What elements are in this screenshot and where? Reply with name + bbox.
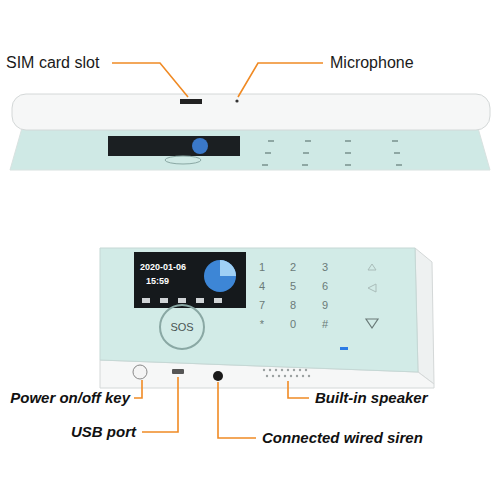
key-digit: 2 (290, 261, 296, 273)
sos-ring (160, 305, 204, 349)
key-symbol: # (322, 318, 328, 330)
key-symbol: * (260, 318, 264, 330)
key-digit: 8 (290, 299, 296, 311)
key-digit: 7 (259, 299, 265, 311)
screen-date: 2020-01-06 (140, 263, 186, 273)
leader-line (238, 63, 323, 97)
keypad-marks (262, 140, 402, 166)
callout-label: USB port (71, 424, 136, 441)
screen (108, 136, 240, 156)
callout-label: Power on/off key (10, 390, 130, 407)
leader-line (134, 380, 142, 398)
screen-icons (142, 298, 222, 303)
sos-ring (165, 156, 201, 164)
callout-label: Connected wired siren (262, 430, 423, 447)
callout-label: Microphone (330, 54, 414, 72)
power-key (133, 365, 147, 379)
screen-dial (204, 260, 236, 292)
key-digit: 3 (322, 261, 328, 273)
leader-line (112, 63, 188, 97)
microphone-hole (235, 99, 238, 102)
screen-dial-slice (220, 260, 236, 276)
screen (134, 252, 246, 308)
key-digit: 6 (322, 280, 328, 292)
sim-slot (180, 99, 202, 104)
usb-port (172, 369, 184, 374)
up-arrow-key (368, 264, 376, 270)
siren-jack (213, 371, 223, 381)
key-digit: 9 (322, 299, 328, 311)
status-led (340, 347, 348, 350)
leader-lines (112, 63, 323, 438)
callout-label: SIM card slot (6, 54, 99, 72)
screen-time: 15:59 (146, 277, 169, 287)
leader-line (288, 381, 309, 398)
key-digit: 1 (259, 261, 265, 273)
leader-line (142, 377, 178, 432)
down-arrow-key (366, 319, 378, 328)
device-face (100, 248, 418, 372)
sos-key: SOS (170, 321, 193, 333)
device-face (10, 128, 490, 170)
key-digit: 4 (259, 280, 265, 292)
speaker-grille (263, 369, 310, 377)
top-view-device (10, 94, 490, 170)
front-view-device (100, 248, 434, 388)
key-digit: 0 (290, 318, 296, 330)
key-digit: 5 (290, 280, 296, 292)
left-arrow-key (368, 284, 376, 292)
callout-label: Built-in speaker (315, 390, 428, 407)
screen-icon (192, 138, 208, 154)
leader-line (218, 382, 256, 438)
device-edge (12, 94, 490, 130)
